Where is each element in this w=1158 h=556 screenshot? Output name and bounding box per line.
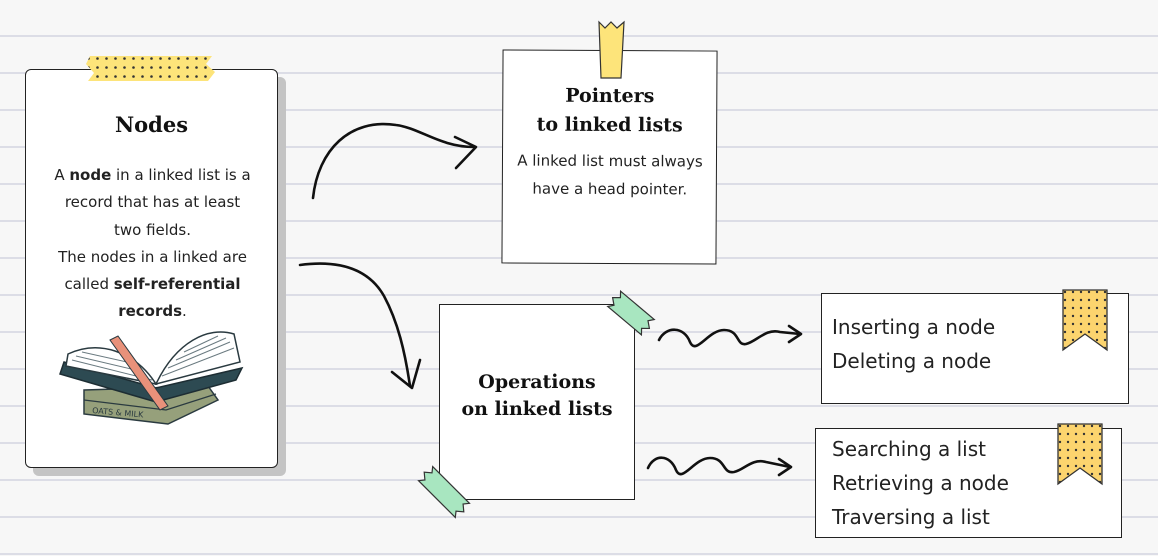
list-item-traversing: Traversing a list bbox=[832, 505, 990, 529]
list-item-deleting: Deleting a node bbox=[832, 349, 992, 373]
arrow-nodes-to-operations bbox=[298, 262, 412, 388]
yellow-tape-pointers bbox=[598, 20, 625, 79]
operations-title: Operations on linked lists bbox=[440, 369, 634, 423]
operations-title-line2: on linked lists bbox=[461, 398, 613, 420]
arrowhead-search bbox=[777, 457, 793, 477]
list-item-inserting: Inserting a node bbox=[832, 315, 996, 339]
bookmark-icon bbox=[1057, 423, 1103, 486]
squiggle-to-search bbox=[646, 456, 792, 476]
nodes-text-1c: in a linked list is a record that has at… bbox=[64, 166, 251, 239]
operations-card: Operations on linked lists bbox=[439, 304, 635, 500]
green-tape-top-right bbox=[606, 289, 656, 337]
open-book-icon: OATS & MILK bbox=[59, 331, 244, 425]
search-list: Searching a list Retrieving a node Trave… bbox=[832, 432, 1009, 534]
list-item-retrieving: Retrieving a node bbox=[832, 471, 1009, 495]
nodes-text-2a: The nodes in a linked are called bbox=[58, 247, 247, 294]
nodes-description: A node in a linked list is a record that… bbox=[50, 162, 255, 326]
nodes-text-2b: self-referential records bbox=[113, 275, 241, 321]
operations-title-line1: Operations bbox=[478, 371, 596, 393]
nodes-text-2c: . bbox=[182, 302, 187, 321]
list-item-searching: Searching a list bbox=[832, 437, 986, 461]
yellow-tape-nodes bbox=[86, 56, 215, 81]
bookmark-icon bbox=[1062, 289, 1108, 352]
arrowhead-operations bbox=[390, 358, 422, 390]
green-tape-bottom-left bbox=[417, 465, 471, 519]
arrow-nodes-to-pointers bbox=[311, 122, 476, 200]
nodes-title: Nodes bbox=[114, 112, 189, 137]
insert-delete-list: Inserting a node Deleting a node bbox=[832, 310, 995, 378]
search-card: Searching a list Retrieving a node Trave… bbox=[815, 428, 1122, 538]
nodes-text-1b: node bbox=[69, 166, 112, 184]
nodes-text-1a: A bbox=[54, 166, 70, 184]
arrowhead-pointers bbox=[453, 135, 478, 170]
arrowhead-insert bbox=[787, 324, 803, 344]
squiggle-to-insert bbox=[657, 328, 802, 348]
